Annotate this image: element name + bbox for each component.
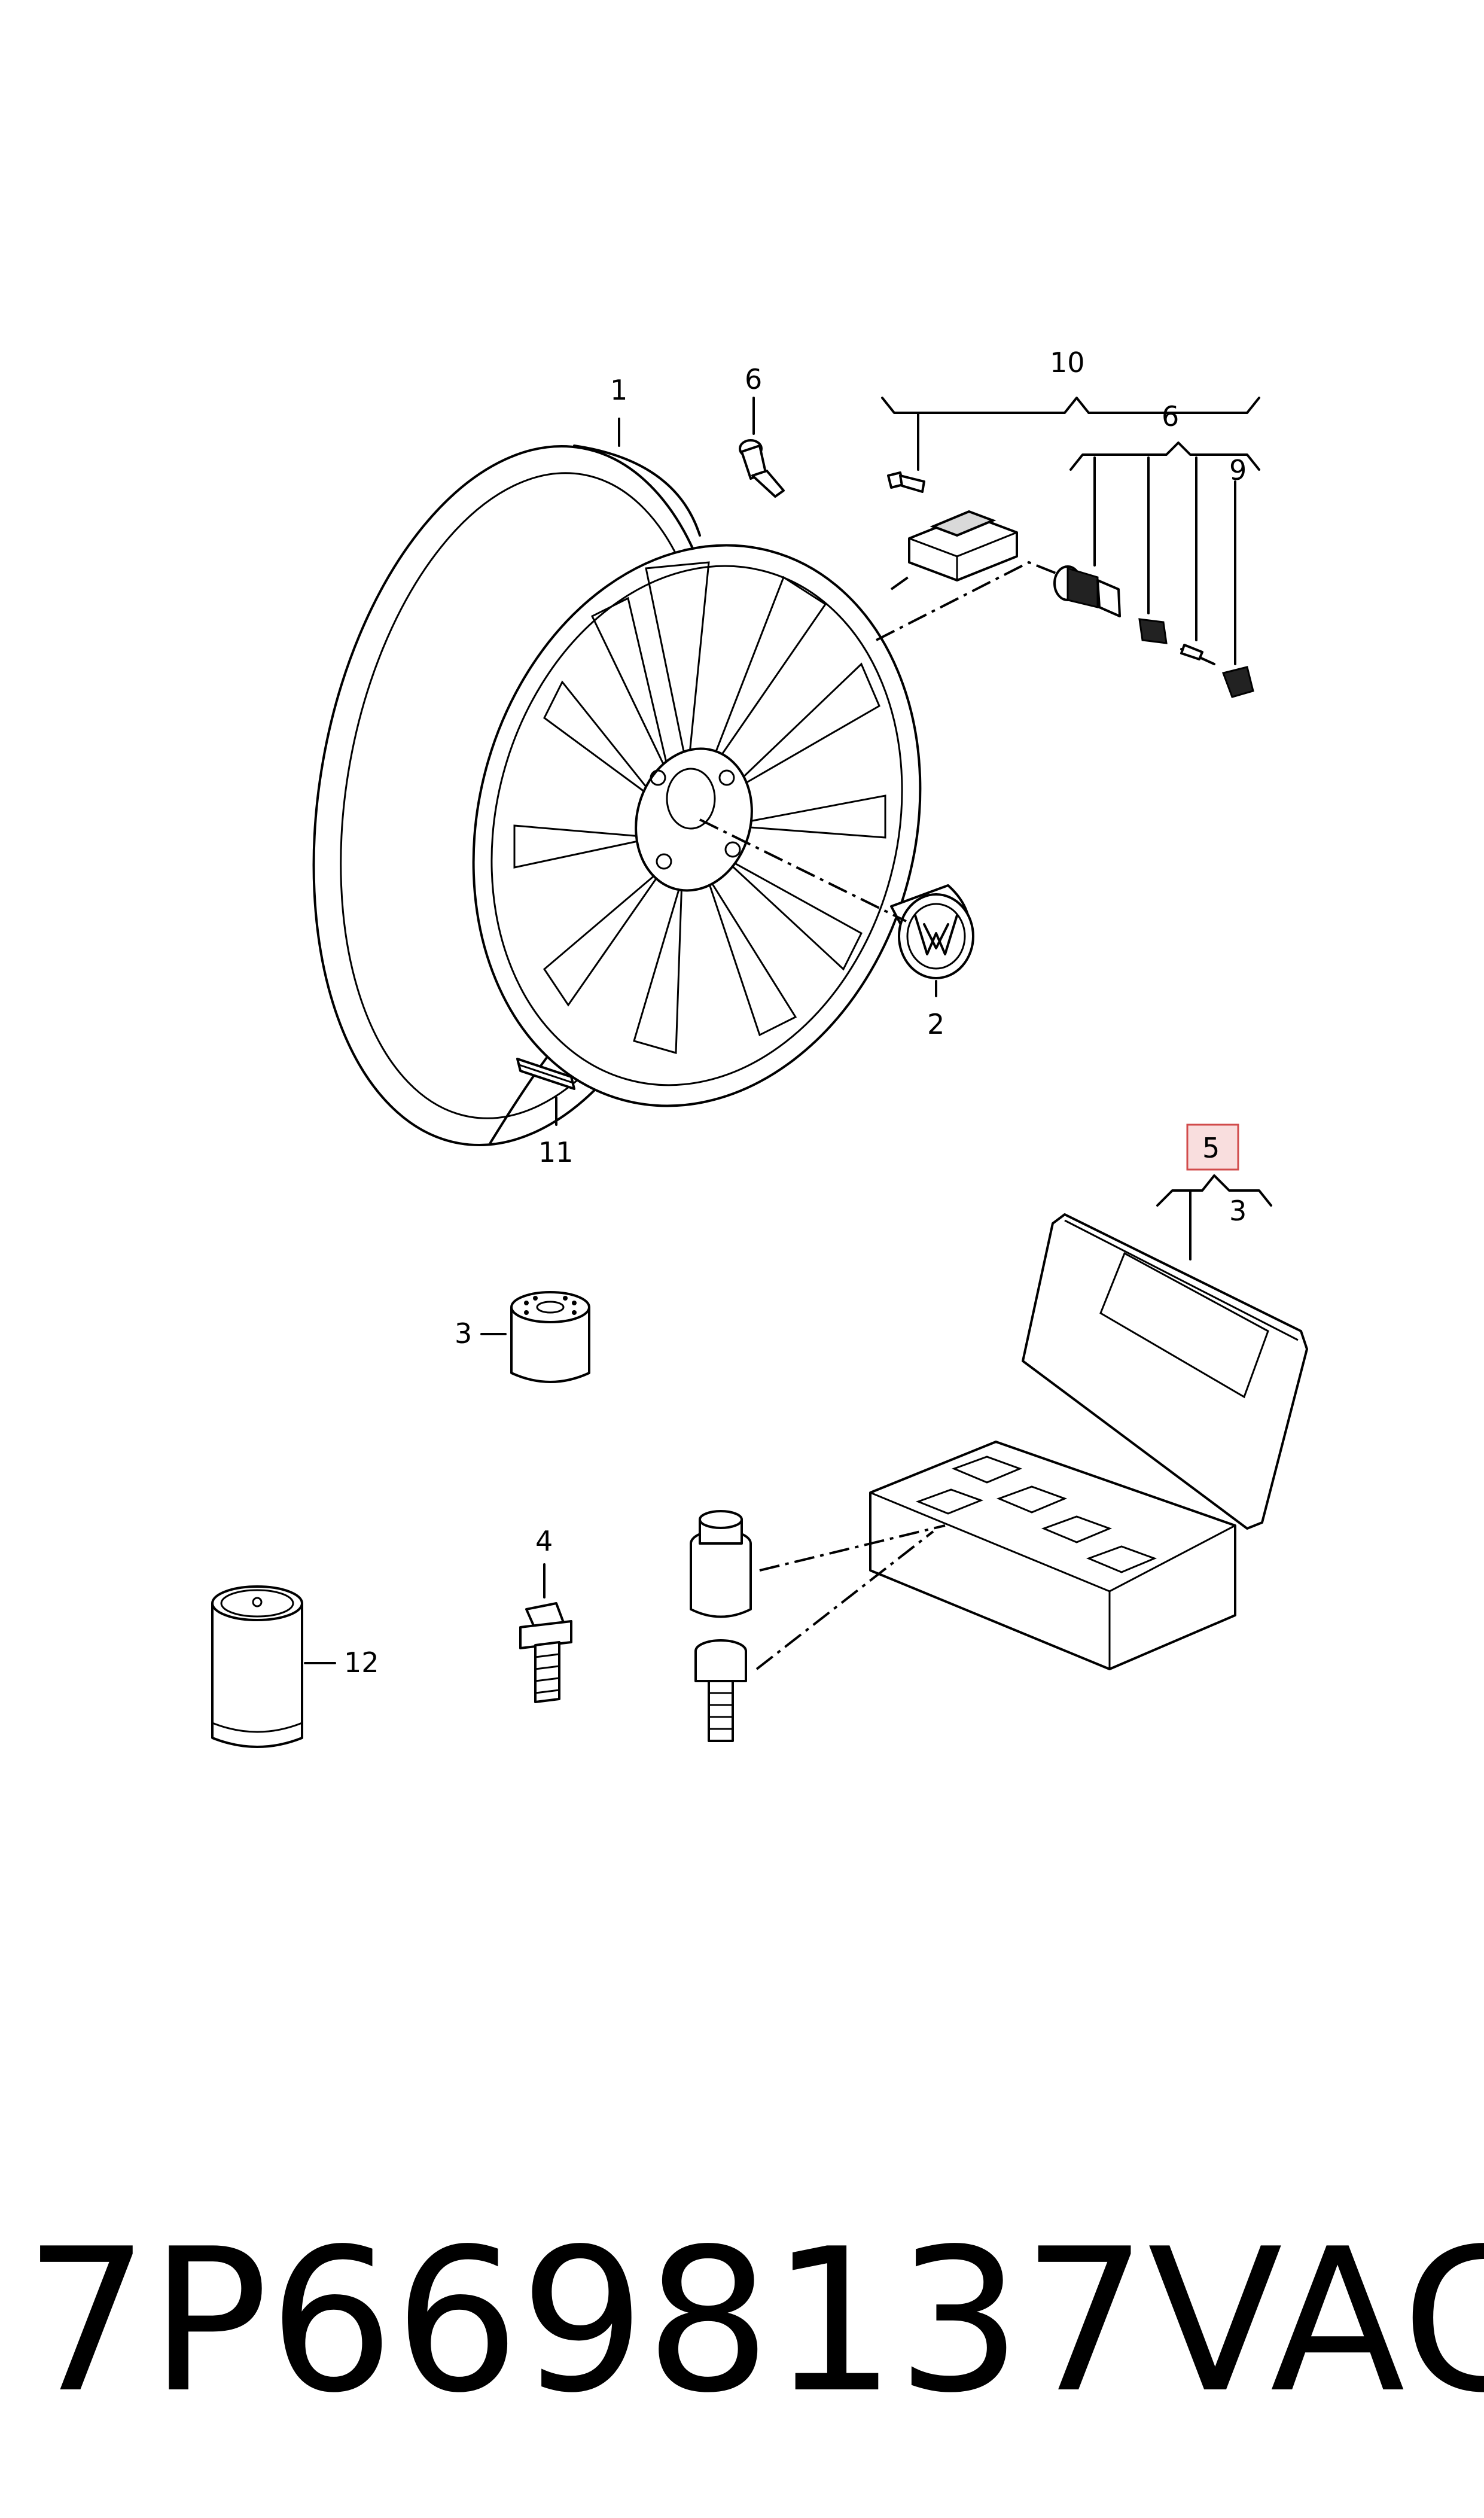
center-cap — [890, 884, 974, 979]
callout-5: 5 — [1202, 1132, 1220, 1164]
callout-6-valve: 6 — [745, 363, 762, 395]
callout-3-case: 3 — [1229, 1195, 1247, 1227]
locking-bolt-case — [869, 1213, 1308, 1670]
balance-weight — [516, 1058, 575, 1090]
callout-5-highlight — [1186, 1123, 1239, 1171]
valve-stem-set — [1053, 565, 1254, 698]
callout-3-socket: 3 — [455, 1317, 472, 1350]
locking-bolt-adapter — [690, 1510, 752, 1618]
footer-banner: 7P6698137 VAG — [24, 2206, 1484, 2436]
adapter-socket — [510, 1291, 590, 1383]
callout-10: 10 — [1050, 346, 1085, 379]
callout-9: 9 — [1229, 454, 1247, 486]
callout-11: 11 — [538, 1136, 574, 1168]
alloy-wheel — [312, 444, 922, 1146]
callout-4: 4 — [535, 1525, 553, 1557]
callout-2: 2 — [927, 1008, 944, 1040]
callout-12: 12 — [344, 1646, 379, 1679]
locking-bolt — [694, 1639, 747, 1742]
tire-valve — [739, 439, 785, 498]
brand-label: VAG — [1147, 2206, 1484, 2436]
part-number: 7P6698137 — [24, 2206, 1148, 2436]
callout-6-group: 6 — [1162, 400, 1179, 433]
wheel-bolt — [519, 1602, 572, 1703]
tpms-sensor — [887, 471, 1018, 581]
callout-1: 1 — [610, 374, 627, 406]
tire-sealant-canister — [211, 1585, 303, 1748]
